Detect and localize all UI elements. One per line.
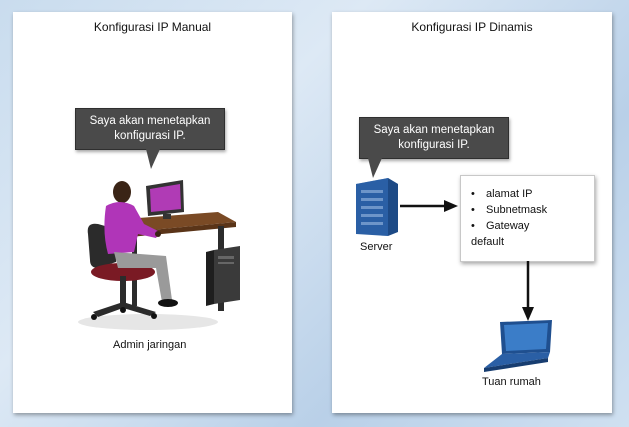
ip-config-box: •alamat IP •Subnetmask •Gateway default: [460, 175, 595, 262]
right-arrow-icon: [400, 200, 458, 212]
config-item: •Subnetmask: [471, 204, 548, 216]
ip-config-list: •alamat IP •Subnetmask •Gateway: [471, 186, 547, 234]
config-item: •Gateway: [471, 220, 530, 232]
dynamic-config-panel: Konfigurasi IP Dinamis Saya akan menetap…: [332, 12, 612, 413]
dynamic-speech-bubble: Saya akan menetapkan konfigurasi IP.: [359, 117, 509, 178]
dynamic-config-title: Konfigurasi IP Dinamis: [411, 20, 533, 34]
server-label: Server: [360, 241, 393, 253]
manual-speech-bubble: Saya akan menetapkan konfigurasi IP.: [75, 108, 225, 169]
dynamic-bubble-line2: konfigurasi IP.: [398, 139, 470, 151]
manual-config-title: Konfigurasi IP Manual: [93, 20, 212, 34]
manual-config-panel: Konfigurasi IP Manual Saya akan menetapk…: [13, 12, 292, 413]
manual-bubble-line1: Saya akan menetapkan: [89, 115, 211, 127]
network-admin-caption: Admin jaringan: [113, 339, 187, 351]
network-admin-illustration: [78, 180, 240, 330]
dynamic-bubble-line1: Saya akan menetapkan: [373, 124, 495, 136]
server-icon: [356, 178, 398, 236]
manual-bubble-line2: konfigurasi IP.: [114, 130, 186, 142]
config-item-wrap: default: [471, 236, 505, 248]
laptop-icon: [484, 320, 552, 372]
down-arrow-icon: [522, 261, 534, 321]
host-label: Tuan rumah: [482, 376, 541, 388]
config-item: •alamat IP: [471, 188, 533, 200]
